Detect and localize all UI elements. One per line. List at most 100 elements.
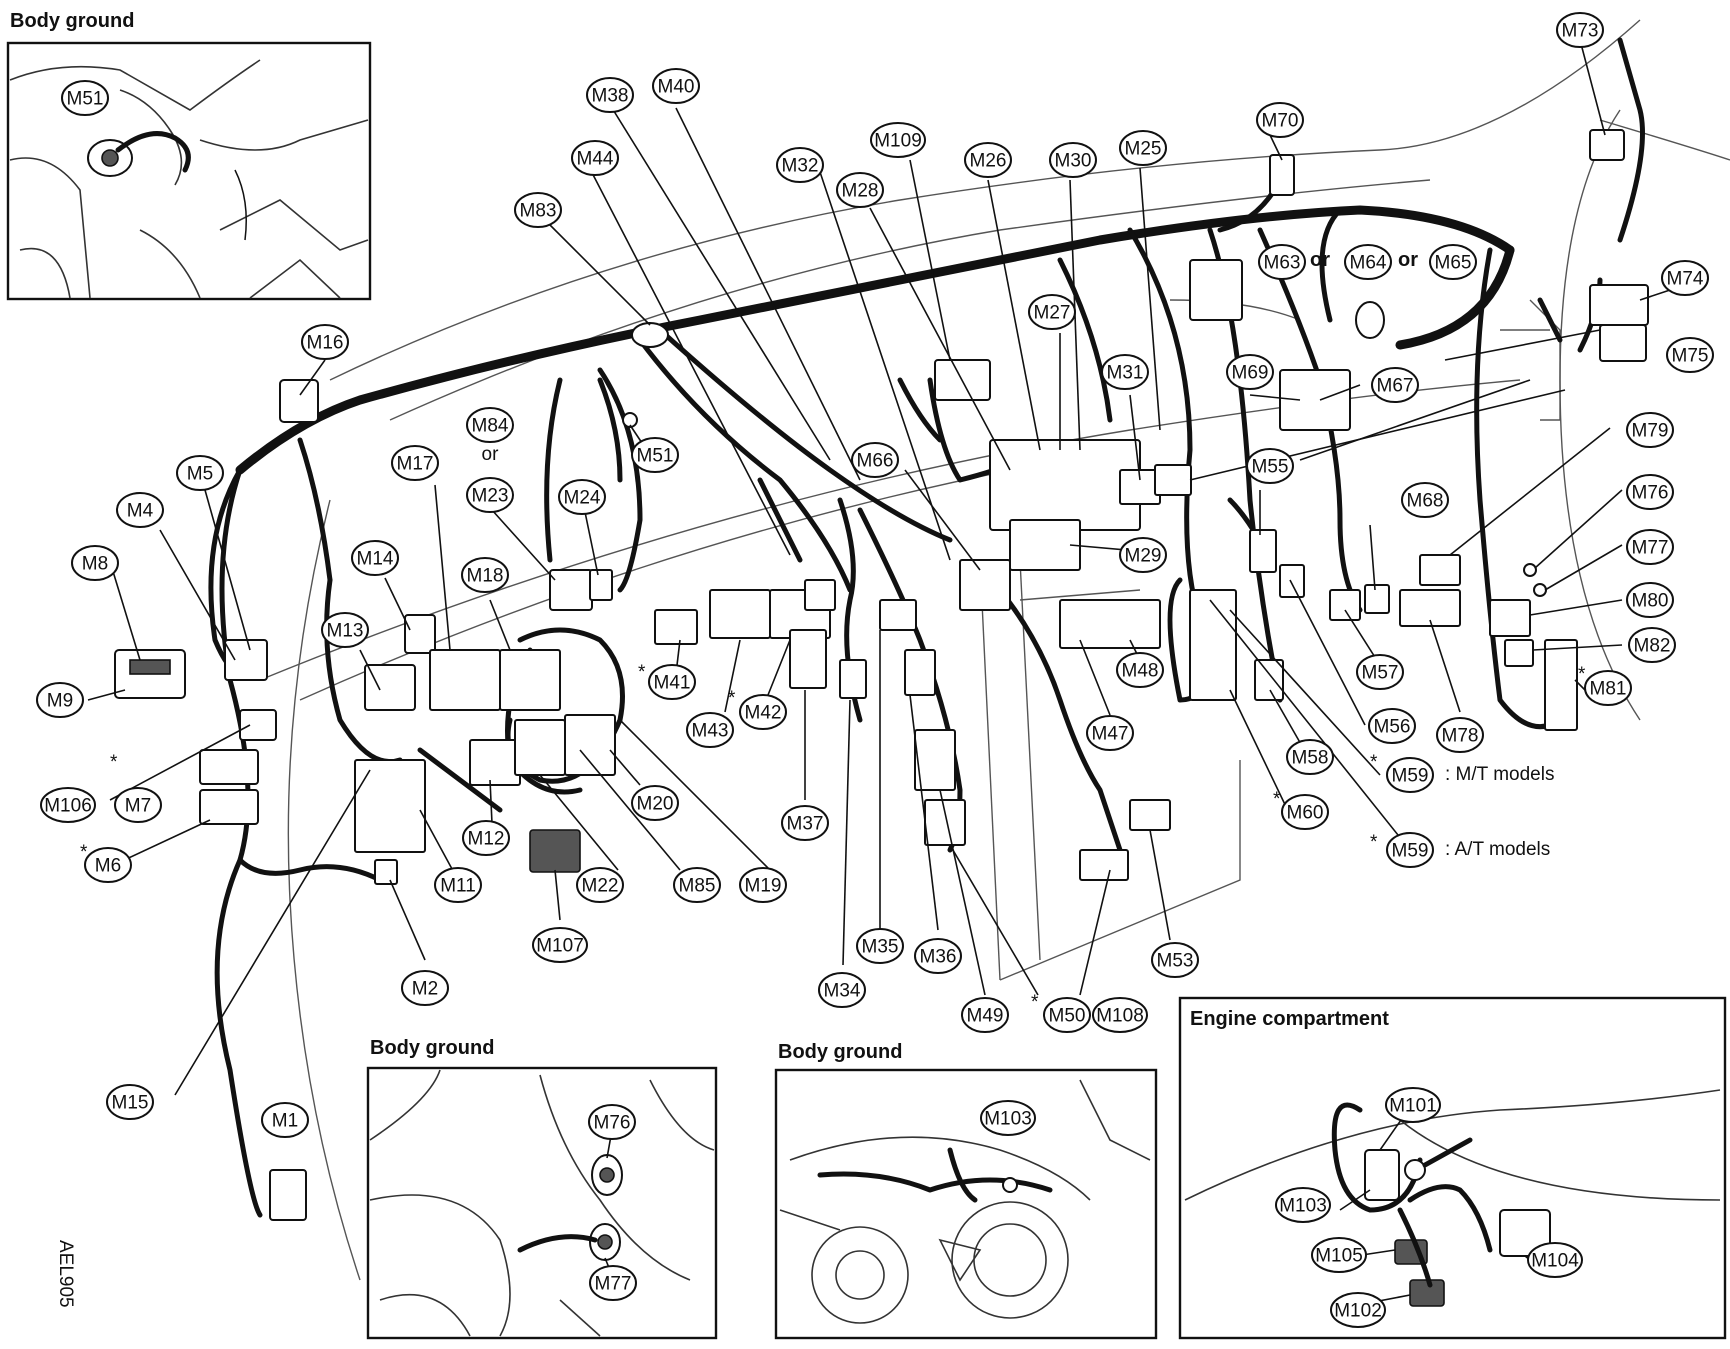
connector-label-m59: M59 — [1386, 832, 1434, 868]
label-bubble — [351, 540, 399, 576]
connector-label-m84: M84 — [466, 407, 514, 443]
label-bubble — [1584, 670, 1632, 706]
label-bubble — [114, 787, 162, 823]
connector-label-m82: M82 — [1628, 627, 1676, 663]
label-bubble — [116, 492, 164, 528]
inset-bottom-left-sketch — [369, 1069, 715, 1337]
connector-label-m6: M6 — [84, 847, 132, 883]
connector-body-m56 — [1279, 564, 1305, 598]
label-text: M31 — [1107, 363, 1144, 384]
svg-text:*: * — [1370, 832, 1378, 853]
label-text: M5 — [187, 464, 213, 485]
label-text: M29 — [1125, 546, 1162, 567]
connector-label-m81: M81 — [1584, 670, 1632, 706]
label-bubble — [1344, 244, 1392, 280]
label-text: M70 — [1262, 111, 1299, 132]
connector-label-m74: M74 — [1661, 260, 1709, 296]
connector-label-m103-bm: M103 — [980, 1100, 1036, 1136]
svg-text:*: * — [728, 688, 736, 709]
or-text-m64-m65: or — [1398, 249, 1418, 271]
ground-terminal-m103-icon — [1002, 1177, 1018, 1193]
connector-label-m105-eng: M105 — [1311, 1237, 1367, 1273]
label-text: M82 — [1634, 636, 1671, 657]
connector-label-m58: M58 — [1286, 739, 1334, 775]
label-text: M107 — [536, 936, 584, 957]
label-text: M42 — [745, 703, 782, 724]
label-text: M41 — [654, 673, 691, 694]
inset-bottom-mid-sketch — [779, 1079, 1151, 1324]
label-bubble — [1281, 794, 1329, 830]
label-text: M103 — [984, 1109, 1032, 1130]
label-text: M103 — [1279, 1196, 1327, 1217]
label-bubble — [1119, 537, 1167, 573]
label-text: M75 — [1672, 346, 1709, 367]
connector-label-m38: M38 — [586, 77, 634, 113]
connector-body-m82 — [1504, 639, 1534, 667]
note-at-models: : A/T models — [1445, 839, 1550, 860]
connector-body-m66 — [959, 559, 1011, 611]
label-bubble — [1626, 474, 1674, 510]
connector-label-m68: M68 — [1401, 482, 1449, 518]
inset-frame-engine — [1178, 996, 1727, 1340]
label-text: M57 — [1362, 663, 1399, 684]
connector-label-m50: M50 — [1043, 997, 1091, 1033]
connector-body-m68 — [1364, 584, 1390, 614]
label-bubble — [1371, 367, 1419, 403]
label-bubble — [776, 147, 824, 183]
connector-body-m49 — [914, 729, 956, 791]
connector-label-m17: M17 — [391, 445, 439, 481]
connector-label-m59: M59 — [1386, 757, 1434, 793]
label-text: M48 — [1122, 661, 1159, 682]
connector-body-m70 — [1269, 154, 1295, 196]
label-bubble — [870, 122, 926, 158]
label-bubble — [558, 479, 606, 515]
label-text: M50 — [1049, 1006, 1086, 1027]
connector-label-m9: M9 — [36, 682, 84, 718]
label-bubble — [462, 820, 510, 856]
label-text: M38 — [592, 86, 629, 107]
connector-label-m108: M108 — [1092, 997, 1148, 1033]
connector-body-m2 — [374, 859, 398, 885]
label-bubble — [586, 77, 634, 113]
connector-label-m32: M32 — [776, 147, 824, 183]
junction-block-m27 — [989, 439, 1141, 531]
connector-label-m60: M60 — [1281, 794, 1329, 830]
label-bubble — [1086, 715, 1134, 751]
label-text: M1 — [272, 1111, 298, 1132]
label-text: M56 — [1374, 717, 1411, 738]
label-bubble — [1286, 739, 1334, 775]
label-bubble — [589, 1265, 637, 1301]
connector-label-m23: M23 — [466, 477, 514, 513]
label-bubble — [980, 1100, 1036, 1136]
connector-label-m75: M75 — [1666, 337, 1714, 373]
connector-label-m1: M1 — [261, 1102, 309, 1138]
label-text: M80 — [1632, 591, 1669, 612]
fuse-stack-m59 — [1189, 589, 1237, 701]
label-bubble — [40, 787, 96, 823]
connector-label-m27: M27 — [1028, 294, 1076, 330]
connector-body-m13 — [364, 664, 416, 711]
connector-label-m66: M66 — [851, 442, 899, 478]
label-bubble — [1666, 337, 1714, 373]
label-text: M74 — [1667, 269, 1704, 290]
label-text: M76 — [1632, 483, 1669, 504]
connector-label-m49: M49 — [961, 997, 1009, 1033]
label-bubble — [1626, 412, 1674, 448]
connector-label-m22: M22 — [576, 867, 624, 903]
label-bubble — [321, 612, 369, 648]
connector-label-m78: M78 — [1436, 717, 1484, 753]
svg-text:*: * — [110, 752, 118, 773]
label-bubble — [1043, 997, 1091, 1033]
connector-body-m74 — [1589, 284, 1649, 326]
label-bubble — [631, 785, 679, 821]
label-text: M79 — [1632, 421, 1669, 442]
label-bubble — [1119, 130, 1167, 166]
connector-label-m30: M30 — [1049, 142, 1097, 178]
connector-label-m44: M44 — [571, 140, 619, 176]
label-text: M59 — [1392, 766, 1429, 787]
label-bubble — [673, 867, 721, 903]
label-text: M106 — [44, 796, 92, 817]
inset-title-body-ground-bottom-mid: Body ground — [778, 1041, 902, 1063]
connector-body-m24 — [589, 569, 613, 601]
